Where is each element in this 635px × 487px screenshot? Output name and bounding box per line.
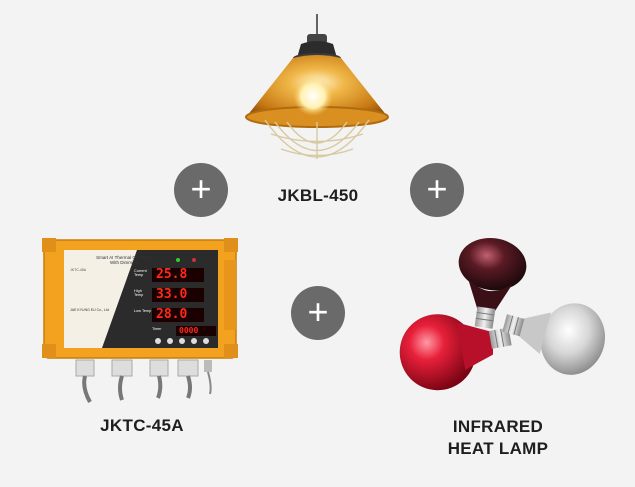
controller-title-line2: With Dimming [109,260,138,265]
row-current-label: Current Temp [134,269,147,277]
plus-icon-right: + [410,163,464,217]
heat-lamp-image [399,237,606,391]
controller-title-line1: Smart AI Thermal Controller [96,255,152,260]
heat-lamp-label-line2: HEAT LAMP [447,439,549,458]
controller-model-small: JKTC-45A [70,268,87,272]
row-timer-label: Timer [152,327,162,331]
current-temp-display: 25.8 [156,267,188,282]
row-high-label: High Temp [134,289,144,297]
plus-icon-left: + [174,163,228,217]
pendant-lamp-label: JKBL-450 [277,186,359,205]
row-low-label: Low Temp [134,309,152,313]
low-temp-display: 28.0 [156,307,188,322]
high-temp-display: 33.0 [156,287,188,302]
heat-lamp-label: INFRARED HEAT LAMP [440,416,556,460]
controller-image: Smart AI Thermal Controller With Dimming… [42,238,238,404]
controller-company: JAE KYUNG EU Co., Ltd [70,308,109,312]
plus-icon-center: + [291,286,345,340]
pendant-lamp-image [245,14,389,159]
heat-lamp-label-line1: INFRARED [452,417,544,436]
timer-display: 0000 [179,326,199,335]
controller-label: JKTC-45A [100,416,184,435]
